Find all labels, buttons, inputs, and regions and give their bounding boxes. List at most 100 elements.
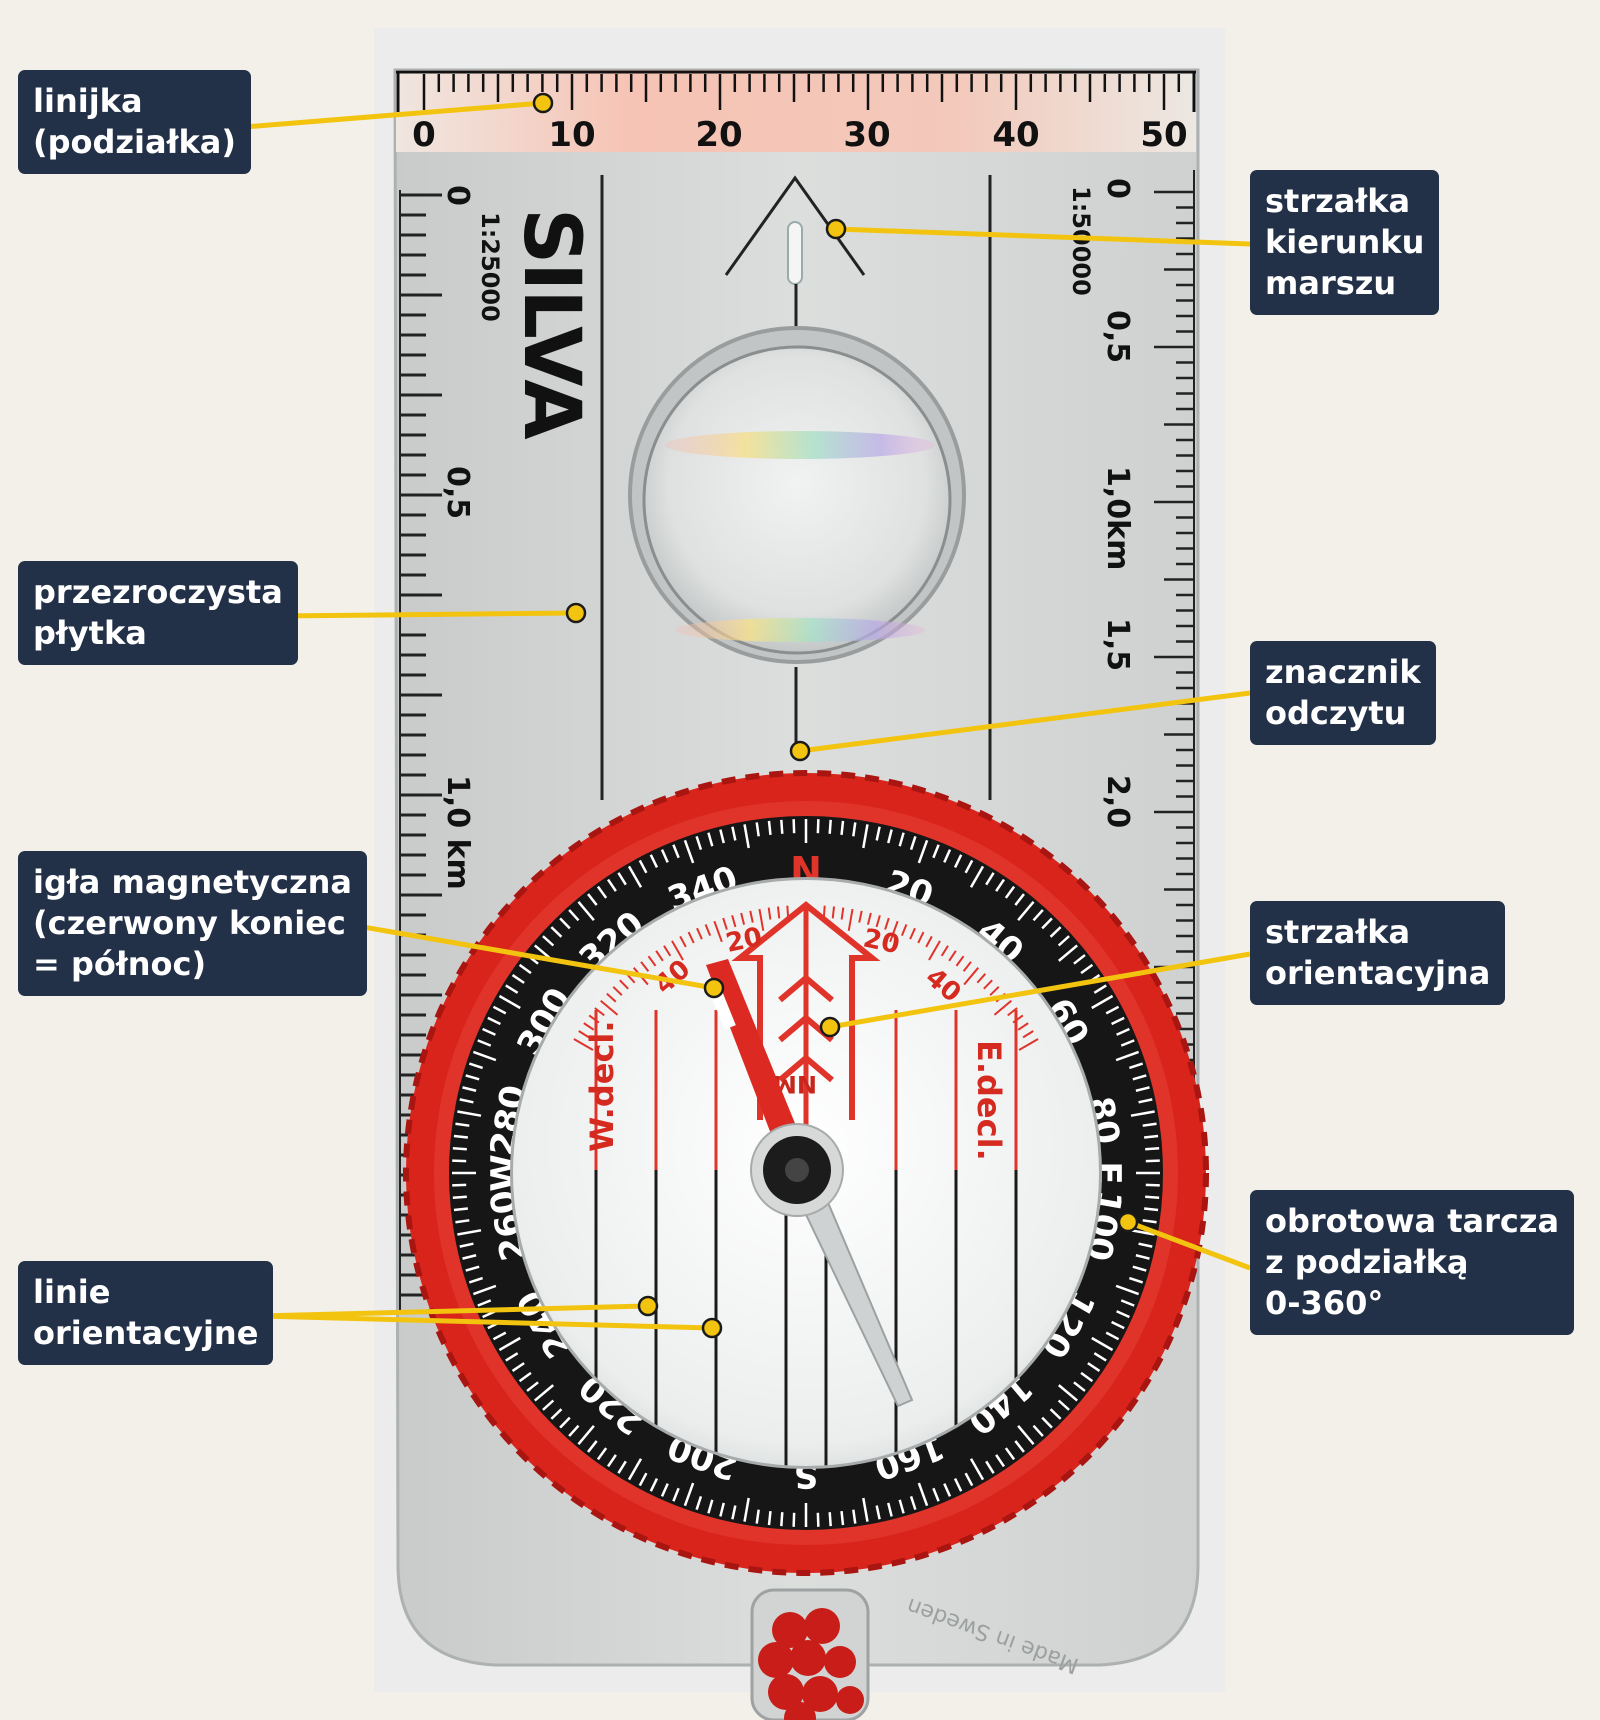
tick — [452, 1195, 467, 1199]
tick — [1093, 1352, 1107, 1362]
left-scale-ratio: 1:25000 — [476, 212, 504, 322]
right-scale-mark: 1,0km — [1100, 466, 1135, 570]
tick — [695, 1495, 703, 1511]
tick — [780, 1512, 784, 1527]
tick — [627, 1458, 643, 1481]
tick — [1057, 1399, 1070, 1411]
tick — [1032, 1424, 1044, 1437]
tick — [776, 906, 781, 919]
tick — [858, 910, 863, 923]
tick — [505, 1352, 519, 1362]
tick — [743, 1497, 750, 1522]
callout-orienting-lines: linie orientacyjne — [18, 1261, 274, 1365]
bezel-ticks — [452, 819, 1160, 1527]
tick — [1135, 1254, 1150, 1260]
leader-bezel — [1127, 1219, 1251, 1271]
tick — [457, 1110, 482, 1117]
tick — [534, 1384, 555, 1402]
tick — [1105, 1005, 1120, 1015]
tick — [875, 826, 881, 841]
magnifying-lens — [628, 326, 966, 755]
tick — [588, 1014, 600, 1024]
tick — [917, 1482, 929, 1507]
tick — [840, 907, 845, 920]
tick — [755, 822, 760, 837]
tick — [828, 819, 832, 834]
right-scale-mark: 2,0 — [1100, 775, 1135, 828]
tick — [607, 1454, 617, 1468]
tick — [526, 1381, 539, 1392]
tick — [932, 1487, 940, 1502]
tick — [1130, 1110, 1155, 1117]
tick — [1105, 1331, 1120, 1341]
lanyard — [750, 1588, 870, 1720]
tick — [612, 986, 623, 996]
ruler: 0 10 20 30 40 50 — [396, 70, 1196, 155]
ruler-number: 30 — [843, 115, 890, 155]
tick — [884, 917, 890, 930]
tick — [1138, 1242, 1153, 1248]
tick — [649, 854, 659, 868]
tick — [898, 832, 905, 847]
tick — [780, 819, 784, 834]
leader-index — [799, 690, 1251, 754]
tick — [704, 924, 712, 937]
tick — [1004, 1447, 1016, 1461]
tick — [465, 1265, 480, 1272]
left-scale-mark: 1,0 km — [440, 775, 475, 890]
tick — [617, 1460, 627, 1474]
tick — [640, 961, 650, 972]
tick — [683, 1482, 695, 1507]
tick — [1014, 1440, 1025, 1453]
tick — [607, 878, 617, 892]
tick — [1111, 1016, 1125, 1026]
tick — [1091, 1336, 1114, 1352]
tick — [577, 1424, 595, 1445]
tick — [1115, 1050, 1140, 1062]
tick — [1017, 1022, 1029, 1031]
tick — [511, 974, 525, 984]
tick — [875, 915, 881, 928]
right-scale-ratio: 1:50000 — [1067, 186, 1095, 296]
tick — [1018, 1038, 1039, 1051]
tick — [847, 908, 854, 931]
tick — [663, 945, 672, 957]
tick — [1049, 1408, 1062, 1420]
tick — [969, 1458, 985, 1481]
tick — [587, 1440, 598, 1453]
tick — [995, 878, 1005, 892]
right-scale-mark: 0,5 — [1100, 310, 1135, 363]
tick — [955, 955, 965, 967]
tick — [1145, 1147, 1160, 1151]
tick — [577, 901, 595, 922]
tick — [1017, 1424, 1035, 1445]
tick — [647, 955, 657, 967]
tick — [1007, 1007, 1018, 1017]
tick — [578, 1030, 590, 1039]
tick — [909, 835, 917, 851]
tick — [917, 931, 925, 944]
tick — [713, 920, 723, 943]
tick — [1073, 954, 1086, 965]
tick — [617, 872, 627, 886]
tick — [498, 1336, 521, 1352]
tick — [518, 1371, 532, 1383]
tick — [1032, 909, 1044, 922]
tick — [619, 979, 629, 990]
right-scale: 1:50000 0 0,5 1,0km 1,5 2,0 — [1067, 170, 1195, 1150]
tick — [749, 910, 754, 923]
silva-logo: SILVA — [506, 208, 596, 439]
tick — [831, 906, 836, 919]
tick — [953, 854, 963, 868]
tick — [1142, 1122, 1157, 1127]
tick — [559, 917, 571, 930]
tick — [695, 835, 703, 851]
callout-bezel: obrotowa tarcza z podziałką 0-360° — [1250, 1190, 1575, 1335]
tick — [462, 1086, 477, 1092]
tick — [550, 926, 563, 938]
tick — [707, 832, 714, 847]
tick — [1130, 1229, 1155, 1236]
tick — [852, 1509, 857, 1524]
tick — [1144, 1207, 1159, 1212]
tick — [583, 1022, 595, 1031]
